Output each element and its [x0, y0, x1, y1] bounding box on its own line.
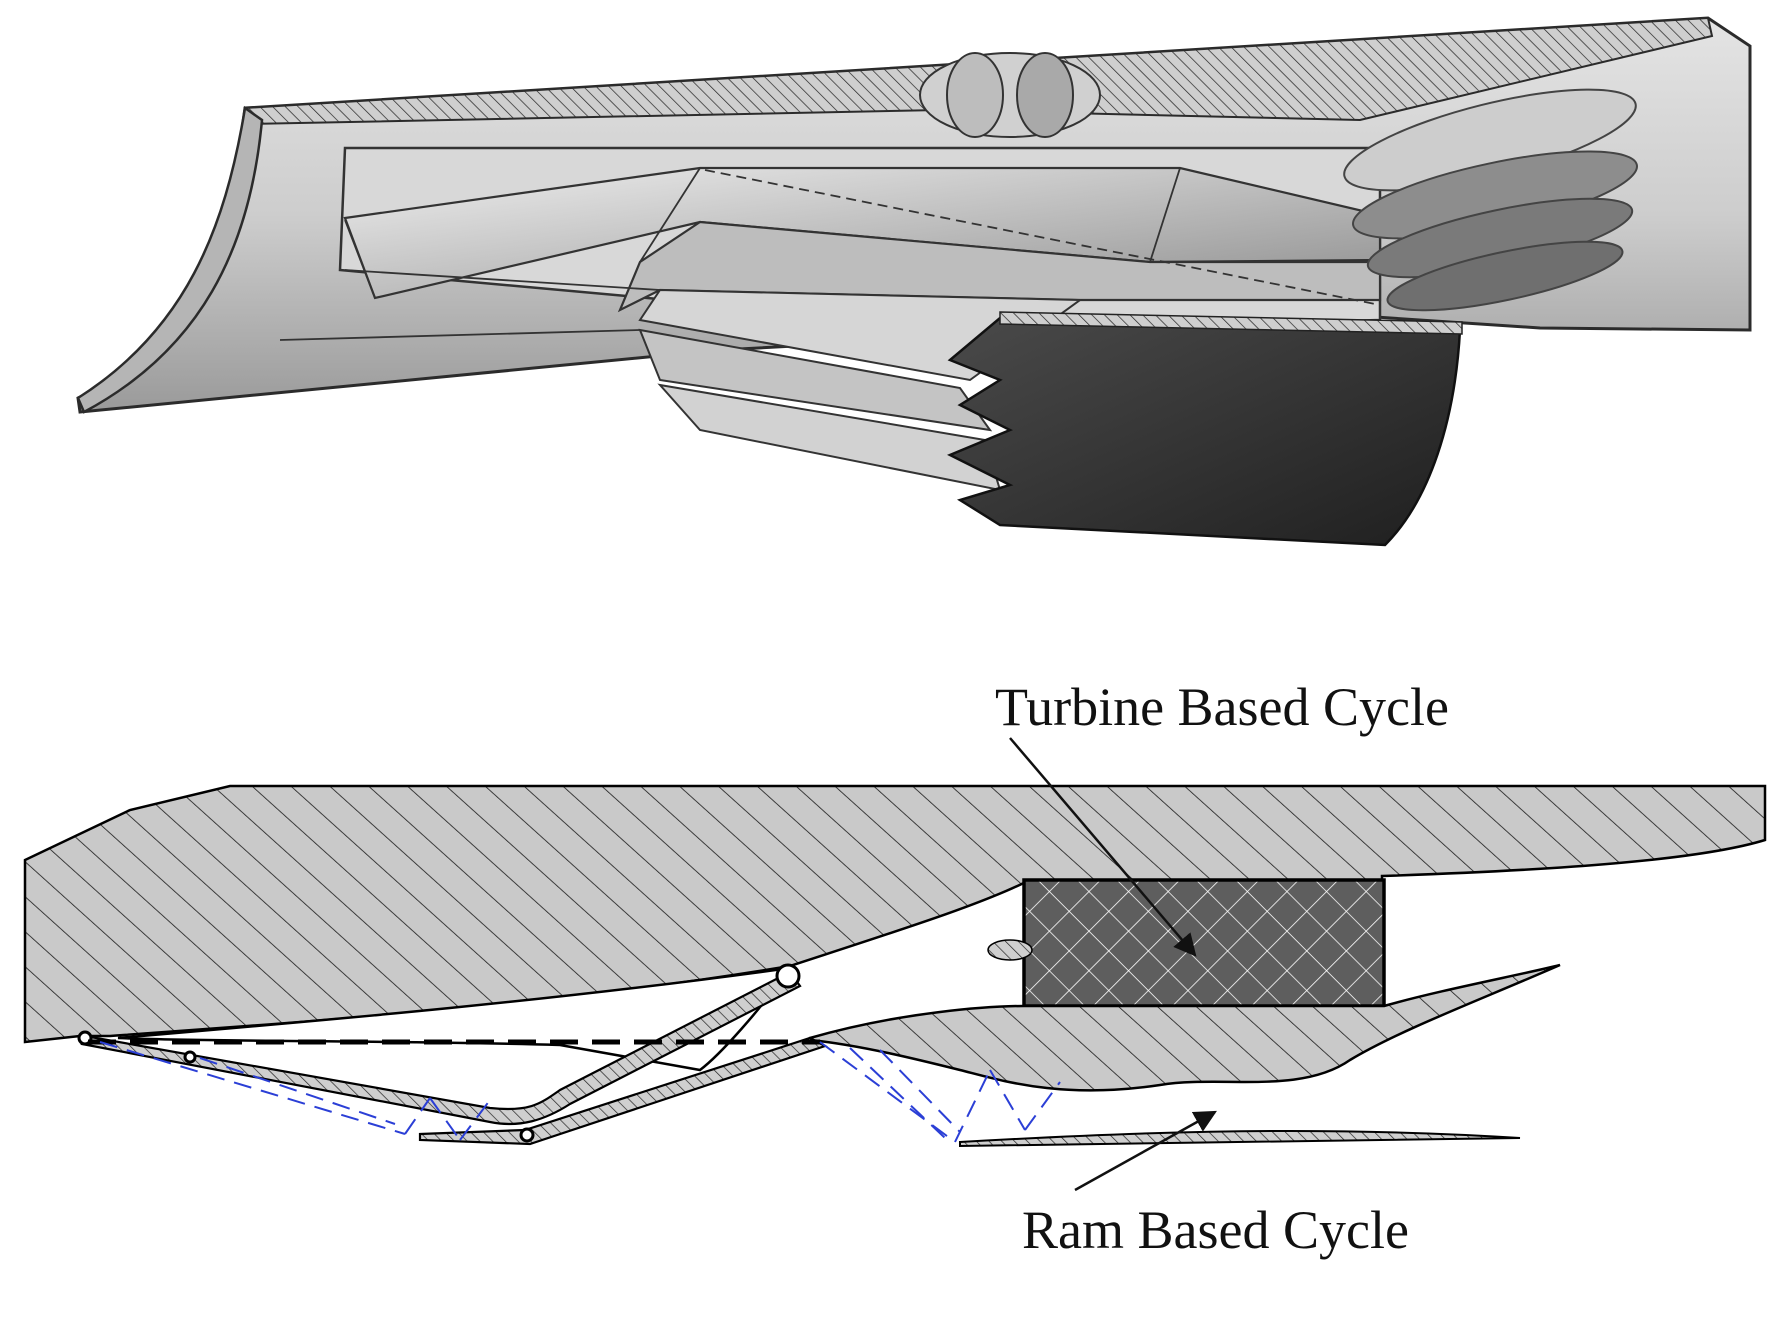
turbine-block [1022, 878, 1386, 1008]
cavity [117, 966, 793, 1072]
shock-waves [99, 1041, 1061, 1143]
lower-cowl-flap [946, 316, 1462, 547]
ramp-panel-upper [80, 970, 802, 1126]
upper-body-section [23, 784, 1767, 1044]
hinge-mid [183, 1050, 197, 1064]
inlet-section-schematic: Turbine Based Cycle Ram Based Cycle [23, 677, 1767, 1260]
turbine-leader [1009, 737, 1197, 957]
cowl-lip [999, 311, 1463, 335]
turbine-hub [987, 939, 1033, 961]
label-leaders [1009, 737, 1217, 1192]
turbine-ring [919, 52, 1101, 138]
ram-cycle-label: Ram Based Cycle [1022, 1200, 1409, 1260]
ramp-hinges [77, 963, 801, 1143]
hinge-lower [519, 1127, 535, 1143]
leading-edge [76, 105, 264, 414]
ram-cowl [959, 1130, 1521, 1148]
duct-edge-lines [279, 167, 1381, 341]
lower-duct-2 [638, 328, 993, 432]
ram-leader [1074, 1110, 1217, 1192]
hinge-upper [775, 963, 801, 989]
splitter-ramp [808, 963, 1561, 1092]
nozzle-exits [1343, 88, 1638, 312]
turbine-cycle-label: Turbine Based Cycle [995, 677, 1449, 737]
inlet-cutaway-illustration [76, 16, 1752, 547]
